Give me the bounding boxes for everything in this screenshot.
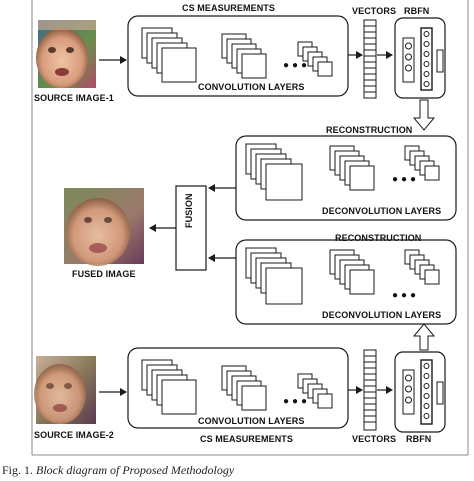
- ellipsis-deconv-1: ● ● ●: [392, 174, 417, 185]
- reconstruction-2-label: RECONSTRUCTION: [335, 233, 422, 243]
- fused-image-label: FUSED IMAGE: [72, 269, 136, 279]
- ellipsis-conv-bottom: ● ● ●: [283, 396, 308, 407]
- rbfn-box-bottom: [394, 351, 446, 433]
- conv-stack-top-2: [221, 33, 267, 79]
- vectors-bottom-label: VECTORS: [352, 434, 397, 444]
- vectors-top-label: VECTORS: [352, 6, 397, 16]
- figure-caption: Fig. 1. Block diagram of Proposed Method…: [2, 463, 234, 478]
- source-image-2-label: SOURCE IMAGE-2: [34, 430, 114, 440]
- deconv-box-1: [235, 135, 457, 221]
- conv-stack-top-3: [297, 41, 333, 77]
- source-image-1: [36, 20, 96, 88]
- deconv2-stack-2: [329, 249, 375, 295]
- source-image-1-label: SOURCE IMAGE-1: [34, 93, 114, 103]
- fused-image: [64, 188, 144, 266]
- conv-stack-bottom-3: [297, 373, 333, 409]
- deconv1-stack-2: [329, 145, 375, 191]
- fusion-box: [175, 185, 207, 271]
- conv-box-bottom: [127, 347, 349, 429]
- deconv1-stack-1: [404, 145, 440, 181]
- conv-stack-bottom-1: [141, 359, 197, 415]
- ellipsis-conv-top: ● ● ●: [283, 60, 308, 71]
- fusion-label: FUSION: [184, 193, 194, 228]
- arrow-rbfn-to-recon2: [412, 323, 436, 351]
- reconstruction-1-label: RECONSTRUCTION: [326, 125, 413, 135]
- ellipsis-deconv-2: ● ● ●: [392, 290, 417, 301]
- convolution-layers-bottom-label: CONVOLUTION LAYERS: [198, 416, 305, 426]
- caption-prefix: Fig. 1.: [2, 463, 37, 477]
- conv-stack-top-1: [141, 27, 197, 83]
- deconvolution-layers-1-label: DECONVOLUTION LAYERS: [322, 206, 442, 216]
- caption-text: Block diagram of Proposed Methodology: [36, 463, 235, 477]
- rbfn-bottom-label: RBFN: [406, 434, 432, 444]
- deconvolution-layers-2-label: DECONVOLUTION LAYERS: [322, 310, 442, 320]
- vectors-column-bottom: [363, 349, 377, 431]
- cs-measurements-top-label: CS MEASUREMENTS: [182, 3, 276, 13]
- conv-stack-bottom-2: [221, 365, 267, 411]
- convolution-layers-top-label: CONVOLUTION LAYERS: [198, 82, 305, 92]
- deconv1-stack-3: [245, 143, 303, 201]
- rbfn-box-top: [394, 17, 446, 99]
- source-image-2: [34, 356, 96, 424]
- conv-box-top: [127, 15, 349, 97]
- arrow-rbfn-to-recon1: [412, 99, 436, 131]
- rbfn-top-label: RBFN: [404, 6, 430, 16]
- deconv-box-2: [235, 239, 457, 325]
- deconv2-stack-3: [245, 247, 303, 305]
- cs-measurements-bottom-label: CS MEASUREMENTS: [200, 434, 294, 444]
- deconv2-stack-1: [404, 249, 440, 285]
- vectors-column-top: [363, 19, 377, 99]
